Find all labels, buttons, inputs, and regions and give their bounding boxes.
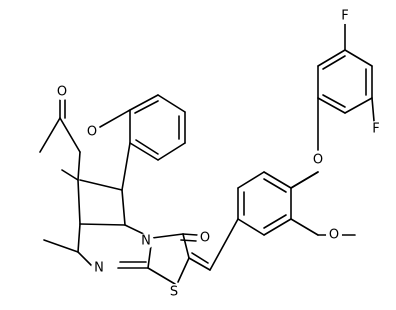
svg-text:N: N [94,261,104,276]
svg-text:O: O [87,125,97,140]
svg-text:F: F [372,122,379,137]
atom-label-ether-oxygen: O [310,152,326,168]
atom-label-methoxy-oxygen: O [326,227,342,243]
thiazolidinone-ring [147,233,198,285]
difluorophenyl-ring [317,49,373,114]
atom-label-thiazole-carbonyl-oxygen: O [197,230,213,246]
methoxy-group-bonds [290,171,356,236]
atom-label-bridge-oxygen: O [84,124,100,140]
svg-text:O: O [329,228,339,243]
svg-text:S: S [170,285,178,300]
fluorine-substituent-bonds [344,23,375,122]
svg-text:O: O [313,153,323,168]
atom-label-fluorine-right: F [368,121,384,137]
bridgehead-bonds [79,142,131,191]
atom-label-fluorine-top: F [337,8,353,24]
svg-text:O: O [57,85,67,100]
pyrimidine-bridge-ring [43,151,153,269]
acetyl-group [39,99,81,153]
benzo-ring [99,94,186,161]
atom-label-thiazole-sulfur: S [166,284,182,300]
svg-text:O: O [200,231,210,246]
exocyclic-alkene [188,218,239,271]
atom-label-imine-nitrogen: N [91,260,107,276]
methoxybenzylidene-ring [237,171,292,236]
atom-label-acetyl-oxygen: O [54,84,70,100]
atom-label-ring-nitrogen: N [138,233,154,249]
svg-text:N: N [141,234,151,249]
svg-text:F: F [341,9,348,24]
